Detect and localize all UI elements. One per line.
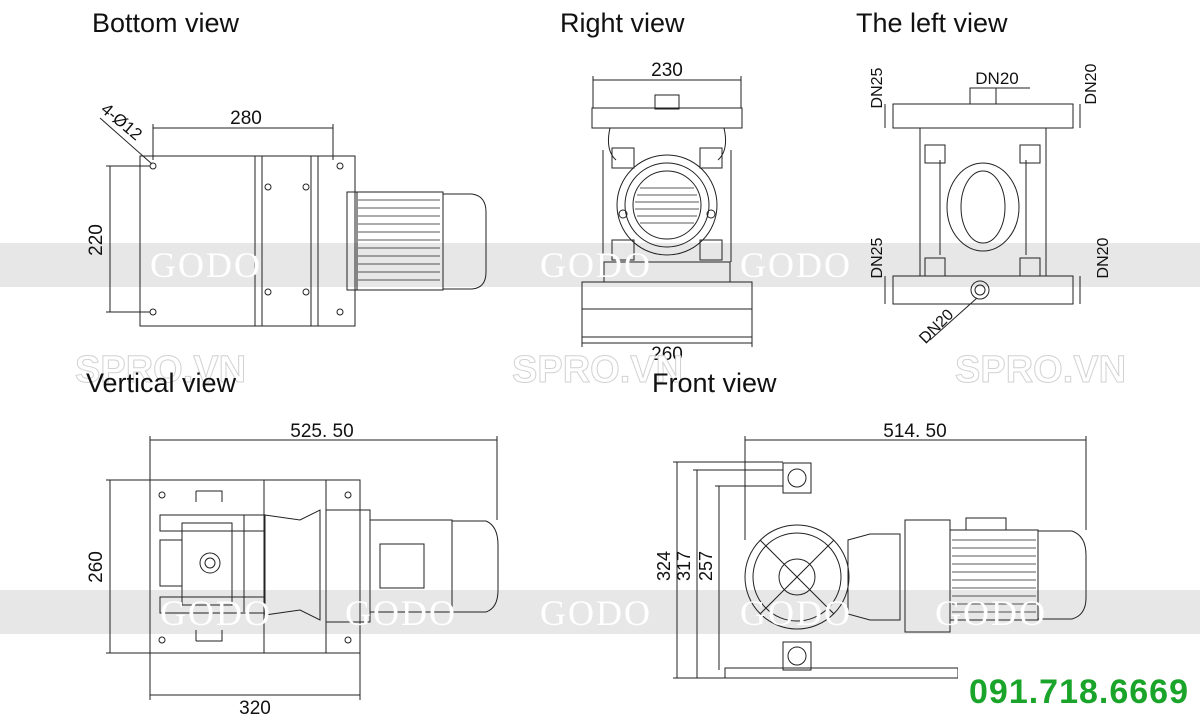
phone-number: 091.718.6669 [958, 664, 1200, 720]
dim-front-width: 514. 50 [883, 421, 946, 442]
dim-bottom-height: 220 [86, 224, 107, 256]
left-view-drawing [884, 87, 1081, 341]
dim-right-bottom: 260 [651, 344, 683, 365]
dim-front-h3: 257 [696, 551, 716, 581]
watermark-godo-2: GODO [540, 245, 652, 285]
watermark-spro-3: SPRO.VN [954, 349, 1127, 392]
dim-left-dn25-top: DN25 [869, 67, 886, 108]
dim-left-dn20-diag: DN20 [916, 306, 957, 347]
watermark-godo-4: GODO [160, 593, 272, 633]
watermark-spro-2: SPRO.VN [511, 349, 684, 392]
dim-left-dn20-top-center: DN20 [975, 69, 1018, 88]
title-front-view: Front view [652, 368, 777, 398]
dim-left-dn25-bottom: DN25 [869, 237, 886, 278]
title-vertical-view: Vertical view [86, 368, 237, 398]
title-bottom-view: Bottom view [92, 8, 240, 38]
dim-right-top: 230 [651, 60, 683, 81]
dim-front-h2: 317 [674, 551, 694, 581]
dim-vertical-bottom: 320 [239, 698, 271, 719]
title-left-view: The left view [856, 8, 1008, 38]
right-view-drawing [581, 76, 753, 347]
front-view-drawing [673, 436, 1087, 679]
title-right-view: Right view [560, 8, 685, 38]
watermark-godo-1: GODO [150, 245, 262, 285]
watermark-band-top [0, 243, 1200, 287]
watermark-godo-6: GODO [540, 593, 652, 633]
dim-bottom-width: 280 [230, 108, 262, 129]
watermark-godo-3: GODO [740, 245, 852, 285]
dim-vertical-width: 525. 50 [290, 421, 353, 442]
watermark-godo-8: GODO [935, 593, 1047, 633]
dim-vertical-height: 260 [86, 551, 107, 583]
vertical-view-drawing [106, 436, 499, 700]
watermark-godo-7: GODO [740, 593, 852, 633]
dim-left-dn20-top-right: DN20 [1083, 63, 1100, 104]
dim-left-dn20-bottom-right: DN20 [1095, 237, 1112, 278]
watermark-godo-5: GODO [345, 593, 457, 633]
watermark-spro-1: SPRO.VN [74, 349, 247, 392]
dim-front-h1: 324 [654, 551, 674, 581]
bottom-view-drawing [99, 117, 487, 327]
